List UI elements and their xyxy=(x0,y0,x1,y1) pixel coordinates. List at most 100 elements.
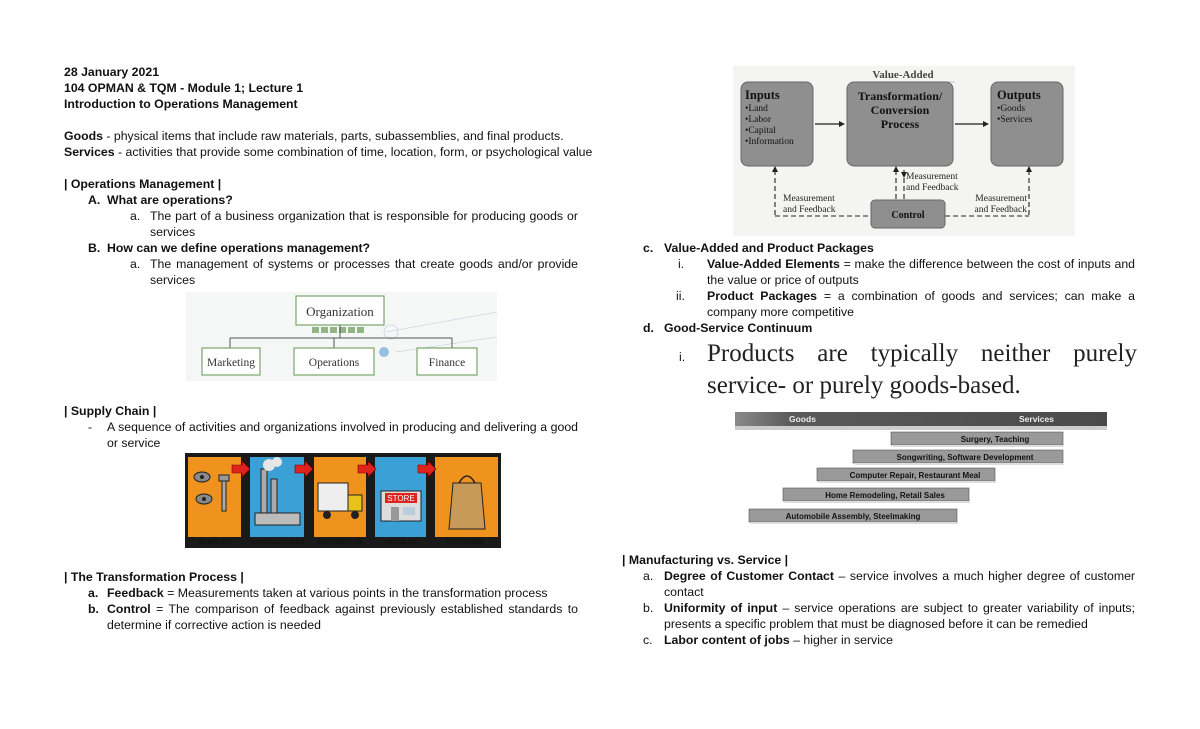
mf-center-label: and Feedback xyxy=(906,183,959,193)
uniformity-of-input: Uniformity of input – service operations… xyxy=(664,600,1135,632)
control-definition: Control = The comparison of feedback aga… xyxy=(107,601,578,633)
services-term: Services xyxy=(64,145,115,159)
value-added-elements: Value-Added Elements = make the differen… xyxy=(707,256,1135,288)
shopping-bag-icon xyxy=(448,475,486,530)
input-item: •Capital xyxy=(745,126,776,136)
output-item: •Goods xyxy=(997,104,1025,114)
quote-marker: i. xyxy=(679,350,686,364)
page-title: Introduction to Operations Management xyxy=(64,97,298,111)
mfg-service-heading: | Manufacturing vs. Service | xyxy=(622,553,789,567)
value-added-i-marker: i. xyxy=(678,257,685,271)
value-added-elements-text: = make the difference between the cost o… xyxy=(707,257,1136,287)
customer-contact: Degree of Customer Contact – service inv… xyxy=(664,568,1135,600)
sc-label-supplier: SUPPLIER xyxy=(199,539,232,546)
feedback-marker: a. xyxy=(88,586,99,600)
sc-label-customer: CUSTOMER xyxy=(446,539,484,546)
value-added-marker: c. xyxy=(643,241,654,255)
arrow-icon xyxy=(231,460,251,478)
input-item: •Land xyxy=(745,104,768,114)
factory-icon xyxy=(254,457,301,526)
org-chart-finance: Finance xyxy=(429,357,465,369)
ops-b-i-marker: a. xyxy=(130,257,141,271)
transformation-heading: | The Transformation Process | xyxy=(64,570,244,584)
mfg-a-marker: a. xyxy=(643,569,654,583)
continuum-bar-label: Songwriting, Software Development xyxy=(897,453,1034,462)
process-title: Transformation/ xyxy=(858,89,943,103)
product-packages-term: Product Packages xyxy=(707,289,818,303)
supply-chain-dash: - xyxy=(88,420,93,434)
store-sign: STORE xyxy=(387,494,414,503)
value-added-label: Value-Added xyxy=(872,69,933,81)
continuum-heading: Good-Service Continuum xyxy=(664,321,813,335)
goods-definition: Goods - physical items that include raw … xyxy=(64,128,564,144)
labor-content-text: – higher in service xyxy=(789,633,893,647)
store-icon: STORE xyxy=(380,490,422,522)
output-item: •Services xyxy=(997,115,1033,125)
feedback-term: Feedback xyxy=(107,586,164,600)
control-marker: b. xyxy=(88,602,99,616)
supply-chain-definition: A sequence of activities and organizatio… xyxy=(107,420,578,450)
continuum-bar-label: Automobile Assembly, Steelmaking xyxy=(786,512,921,521)
supply-chain-figure: STORE SUPPLIER MANUFACTURER DISTRIBUTOR … xyxy=(185,453,501,548)
uniformity-text: – service operations are subject to grea… xyxy=(664,601,1135,631)
goods-label: Goods xyxy=(789,414,816,424)
control-box-label: Control xyxy=(891,210,924,221)
continuum-quote: Products are typically neither purely se… xyxy=(707,340,1137,399)
ops-mgmt-heading: | Operations Management | xyxy=(64,177,222,191)
ops-a-marker: A. xyxy=(88,193,101,207)
sc-label-manufacturer: MANUFACTURER xyxy=(249,539,305,546)
goods-text: - physical items that include raw materi… xyxy=(102,129,564,143)
customer-contact-term: Degree of Customer Contact xyxy=(664,569,834,583)
continuum-bar-label: Home Remodeling, Retail Sales xyxy=(825,491,945,500)
mf-right-label: and Feedback xyxy=(975,205,1028,215)
services-text: - activities that provide some combinati… xyxy=(114,145,593,159)
org-chart-top: Organization xyxy=(306,304,374,319)
arrow-icon xyxy=(357,460,377,478)
sc-label-distributor: DISTRIBUTOR xyxy=(318,539,363,546)
control-term: Control xyxy=(107,602,151,616)
truck-icon xyxy=(317,482,363,519)
arrow-icon xyxy=(417,460,437,478)
transformation-diagram: Value-Added Inputs •Land •Labor •Capital… xyxy=(733,66,1075,236)
mfg-b-marker: b. xyxy=(643,601,654,615)
continuum-marker: d. xyxy=(643,321,654,335)
continuum-figure: Goods Services Surgery, Teaching Songwri… xyxy=(731,408,1111,530)
control-text: = The comparison of feedback against pre… xyxy=(107,602,578,632)
ops-b-marker: B. xyxy=(88,241,101,255)
process-title: Process xyxy=(881,117,920,131)
ops-b-question: How can we define operations management? xyxy=(107,241,371,255)
continuum-bar-label: Computer Repair, Restaurant Meal xyxy=(850,471,981,480)
input-item: •Information xyxy=(745,136,794,147)
mfg-c-marker: c. xyxy=(643,633,653,647)
value-added-ii-marker: ii. xyxy=(676,289,685,303)
labor-content: Labor content of jobs – higher in servic… xyxy=(664,632,893,648)
ops-b-answer: The management of systems or processes t… xyxy=(150,257,578,287)
lecture-date: 28 January 2021 xyxy=(64,65,160,79)
goods-term: Goods xyxy=(64,129,103,143)
product-packages: Product Packages = a combination of good… xyxy=(707,288,1135,320)
bolt-icon xyxy=(193,471,230,512)
customer-contact-text: – service involves a much higher degree … xyxy=(664,569,1136,599)
org-chart-operations: Operations xyxy=(309,357,360,369)
process-title: Conversion xyxy=(871,103,930,117)
feedback-definition: Feedback = Measurements taken at various… xyxy=(107,585,548,601)
value-added-heading: Value-Added and Product Packages xyxy=(664,241,874,255)
uniformity-term: Uniformity of input xyxy=(664,601,778,615)
inputs-title: Inputs xyxy=(745,88,780,102)
product-packages-text: = a combination of goods and services; c… xyxy=(707,289,1135,319)
value-added-elements-term: Value-Added Elements xyxy=(707,257,840,271)
org-chart-figure: Organization Marketing Operations Financ… xyxy=(186,292,497,381)
mf-right-label: Measurement xyxy=(975,194,1027,204)
org-chart-marketing: Marketing xyxy=(207,357,255,369)
services-label: Services xyxy=(1019,414,1054,424)
course-title: 104 OPMAN & TQM - Module 1; Lecture 1 xyxy=(64,81,304,95)
mf-left-label: Measurement xyxy=(783,194,835,204)
sc-label-retailer: RETAILER xyxy=(385,539,418,546)
ops-a-answer: The part of a business organization that… xyxy=(150,209,578,239)
continuum-bar-label: Surgery, Teaching xyxy=(961,435,1030,444)
feedback-text: = Measurements taken at various points i… xyxy=(163,586,548,600)
mf-center-label: Measurement xyxy=(906,172,958,182)
supply-chain-heading: | Supply Chain | xyxy=(64,404,157,418)
input-item: •Labor xyxy=(745,115,772,125)
outputs-title: Outputs xyxy=(997,88,1041,102)
